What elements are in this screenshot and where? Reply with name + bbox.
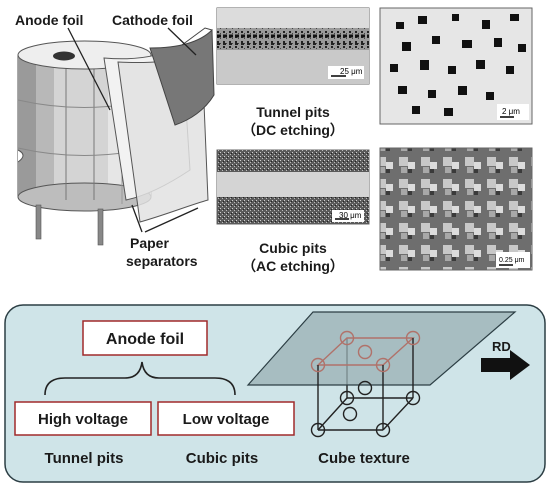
anode-foil-box-label: Anode foil	[106, 331, 184, 348]
capacitor-lead	[97, 208, 104, 246]
tunnel-pits-label: Tunnel pits	[256, 104, 330, 120]
low-voltage-box	[157, 401, 295, 436]
capacitor-notch	[17, 149, 24, 163]
cube-texture-label: Cube texture	[318, 450, 410, 467]
anode-foil-box	[82, 320, 208, 356]
branch-brace	[44, 361, 236, 396]
cube-texture-diagram	[246, 311, 517, 438]
paper-leader-line	[131, 204, 143, 233]
cubic-pits-label: Cubic pits	[259, 240, 327, 256]
cubic-scale-label: 30 μm	[339, 211, 362, 220]
paper-separators-label-line1: Paper	[130, 235, 169, 251]
anode-foil-label: Anode foil	[15, 12, 83, 28]
tunnel-cross-section-image: 25 μm	[216, 7, 370, 85]
rd-arrow-icon	[481, 350, 530, 380]
tunnel-pits-panel-label: Tunnel pits	[45, 450, 124, 467]
low-voltage-label: Low voltage	[183, 411, 270, 428]
cathode-edge	[181, 27, 213, 46]
cathode-foil-label: Cathode foil	[112, 12, 193, 28]
cubic-sem-scale-label: 0.25 μm	[499, 257, 525, 264]
rolling-plane	[246, 311, 517, 386]
tunnel-scale-label: 25 μm	[340, 67, 363, 76]
capacitor-illustration: Anode foil Cathode foil Paper separators	[15, 12, 215, 269]
ac-etching-label: （AC etching）	[242, 258, 344, 274]
capacitor-lead	[35, 204, 42, 240]
cathode-leader-line	[167, 27, 197, 56]
paper-leader-line	[144, 207, 199, 233]
rd-label: RD	[492, 339, 511, 354]
cubic-pits-panel-label: Cubic pits	[186, 450, 259, 467]
capacitor-core-hole	[53, 51, 75, 61]
anode-leader-line	[67, 27, 111, 111]
cubic-sem-image: 0.25 μm	[379, 147, 533, 271]
high-voltage-label: High voltage	[38, 411, 128, 428]
tunnel-sem-scale-label: 2 μm	[502, 107, 520, 116]
capacitor-shade-left	[18, 55, 36, 197]
capacitor-shade-mid	[36, 55, 54, 197]
dc-etching-label: （DC etching）	[242, 122, 344, 138]
cathode-foil-sheet	[149, 28, 215, 126]
tunnel-sem-image: 2 μm	[379, 7, 533, 125]
anode-foil-classification-panel: Anode foil High voltage Low voltage Tunn…	[4, 304, 546, 483]
paper-separators-label-line2: separators	[126, 253, 198, 269]
cubic-cross-section-image: 30 μm	[216, 149, 370, 225]
high-voltage-box	[14, 401, 152, 436]
